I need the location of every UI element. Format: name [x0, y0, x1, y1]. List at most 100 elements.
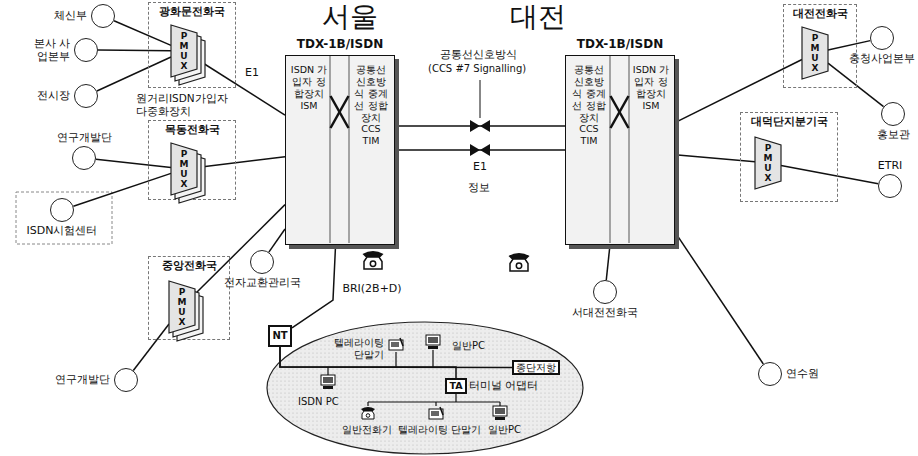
switch-title: TDX-1B/ISDN — [266, 37, 414, 51]
site-name: 연수원 — [786, 367, 819, 380]
multiplexer-label: PMUX — [811, 27, 820, 74]
site-circle: 전자교환관리국 — [250, 250, 274, 274]
telephone-icon — [363, 251, 384, 269]
site-circle: 서대전전화국 — [593, 280, 617, 304]
site-circle: 충청사업본부 — [870, 26, 894, 50]
link-line — [133, 324, 169, 371]
multiplexer-shape — [171, 25, 197, 77]
device-note: 원거리ISDN가입자 다중화장치 — [136, 92, 236, 117]
telephone-icon — [509, 253, 530, 271]
link-label: 정보 — [468, 181, 490, 194]
equipment-box: TA터미널 어댑터 — [445, 378, 467, 394]
multiplexer-label: PMUX — [178, 281, 187, 328]
unit-label: 공통선 신호방식 중계선 정합장치 CCS TIM — [570, 64, 608, 147]
site-circle: 연구개발단 — [114, 368, 138, 392]
site-circle: ETRI — [878, 174, 902, 198]
multiplexer-shape — [755, 137, 781, 189]
site-name: 홍보관 — [877, 128, 910, 141]
office-name: 대덕단지분기국 — [741, 115, 837, 129]
device-label: ISDN PC — [298, 396, 339, 408]
site-circle: 본사 사업본부 — [74, 38, 98, 62]
multiplexer-shape — [802, 27, 828, 79]
equipment-name: 종단저항 — [514, 362, 558, 373]
link-line — [395, 149, 565, 151]
region-title: 서울 — [322, 0, 378, 34]
site-name: ISDN시험센터 — [27, 224, 98, 237]
unit-label: 공통선 신호방식 중계선 정합장치 CCS TIM — [352, 64, 390, 147]
bus-stub — [328, 350, 500, 406]
link-line — [675, 232, 763, 364]
multiplexer-symbol — [171, 25, 209, 89]
link-label: E1 — [471, 160, 489, 173]
multiplexer-label: PMUX — [764, 137, 773, 184]
link-line — [269, 229, 285, 252]
link-label: BRI(2B+D) — [340, 282, 403, 295]
office-box: PMUX 목동전화국 — [148, 120, 236, 200]
link-line — [828, 63, 884, 106]
unit-label: ISDN 가입자 정합장치 ISM — [632, 64, 670, 112]
multiplexer: PMUX — [171, 143, 197, 195]
site-name: 전자교환관리국 — [224, 276, 301, 289]
exchange-switch: TDX-1B/ISDNISDN 가입자 정합장치 ISM공통선 신호방식 중계선… — [285, 55, 395, 245]
signalling-label: (CCS #7 Signalling) — [428, 63, 526, 75]
pc-icon — [493, 406, 507, 420]
site-circle: ISDN시험센터 — [50, 198, 74, 222]
office-name: 목동전화국 — [149, 123, 235, 137]
subscriber-premises — [267, 322, 583, 454]
link-line — [96, 159, 171, 167]
multiplexer-symbol — [755, 137, 793, 201]
multiplexer-shape — [169, 281, 195, 333]
site-name: 체신부 — [54, 9, 87, 22]
link-line — [781, 165, 878, 183]
exchange-switch: TDX-1B/ISDN공통선 신호방식 중계선 정합장치 CCS TIMISDN… — [565, 55, 675, 245]
office-box: PMUX대전전화국 — [783, 4, 857, 88]
site-name: 충청사업본부 — [849, 52, 915, 65]
telephone-icon — [361, 407, 375, 419]
switch-title: TDX-1B/ISDN — [546, 37, 694, 51]
site-name: 연구개발단 — [57, 131, 112, 144]
device-label: 일반전화기 — [342, 424, 392, 436]
pc-icon — [426, 335, 440, 349]
equipment-caption: 터미널 어댑터 — [469, 379, 538, 393]
multiplexer-symbol — [802, 27, 840, 91]
link-line — [114, 21, 171, 46]
multiplexer-symbol — [169, 281, 207, 345]
multiplexer-symbol — [171, 143, 209, 207]
link-line — [828, 41, 870, 50]
device-label: 텔레라이팅 단말기 — [330, 337, 384, 361]
site-circle: 전시장 — [74, 84, 98, 108]
multiplexer: PMUX — [755, 137, 781, 189]
link-line — [73, 173, 171, 206]
office-box: PMUX 대덕단지분기국 — [740, 112, 838, 202]
device-label: 일반PC — [488, 424, 521, 436]
office-box: PMUX 광화문전화국 — [148, 2, 236, 88]
device-label: 텔레라이팅 단말기 — [398, 424, 481, 436]
equipment-name: TA — [447, 380, 465, 392]
site-circle: 연구개발단 — [72, 146, 96, 170]
unit-label: ISDN 가입자 정합장치 ISM — [290, 64, 328, 112]
device-label: 일반PC — [452, 340, 485, 352]
equipment-box: NT — [268, 325, 292, 347]
test-center-outline — [16, 192, 112, 244]
multiplexer: PMUX — [171, 25, 197, 77]
multiplexer: PMUX — [169, 281, 195, 333]
leader-line — [480, 80, 481, 118]
multiplexer-shape — [171, 143, 197, 195]
link-line — [98, 49, 171, 51]
isdn-pc-icon — [321, 375, 335, 389]
link-line — [97, 57, 171, 91]
telewriting-icon — [389, 338, 403, 350]
multiplexer: PMUX — [802, 27, 828, 79]
site-circle: 연수원 — [758, 362, 782, 386]
site-name: 서대전전화국 — [572, 306, 638, 319]
office-name: 광화문전화국 — [149, 5, 235, 19]
site-circle: 홍보관 — [881, 102, 905, 126]
signalling-label: 공통선신호방식 — [440, 48, 517, 61]
office-name: 중앙전화국 — [149, 259, 229, 273]
site-name: 전시장 — [37, 89, 70, 102]
multiplexer-label: PMUX — [180, 143, 189, 190]
site-name: 본사 사업본부 — [26, 37, 70, 63]
site-name: 연구개발단 — [55, 373, 110, 386]
equipment-box: 종단저항 — [512, 360, 560, 375]
